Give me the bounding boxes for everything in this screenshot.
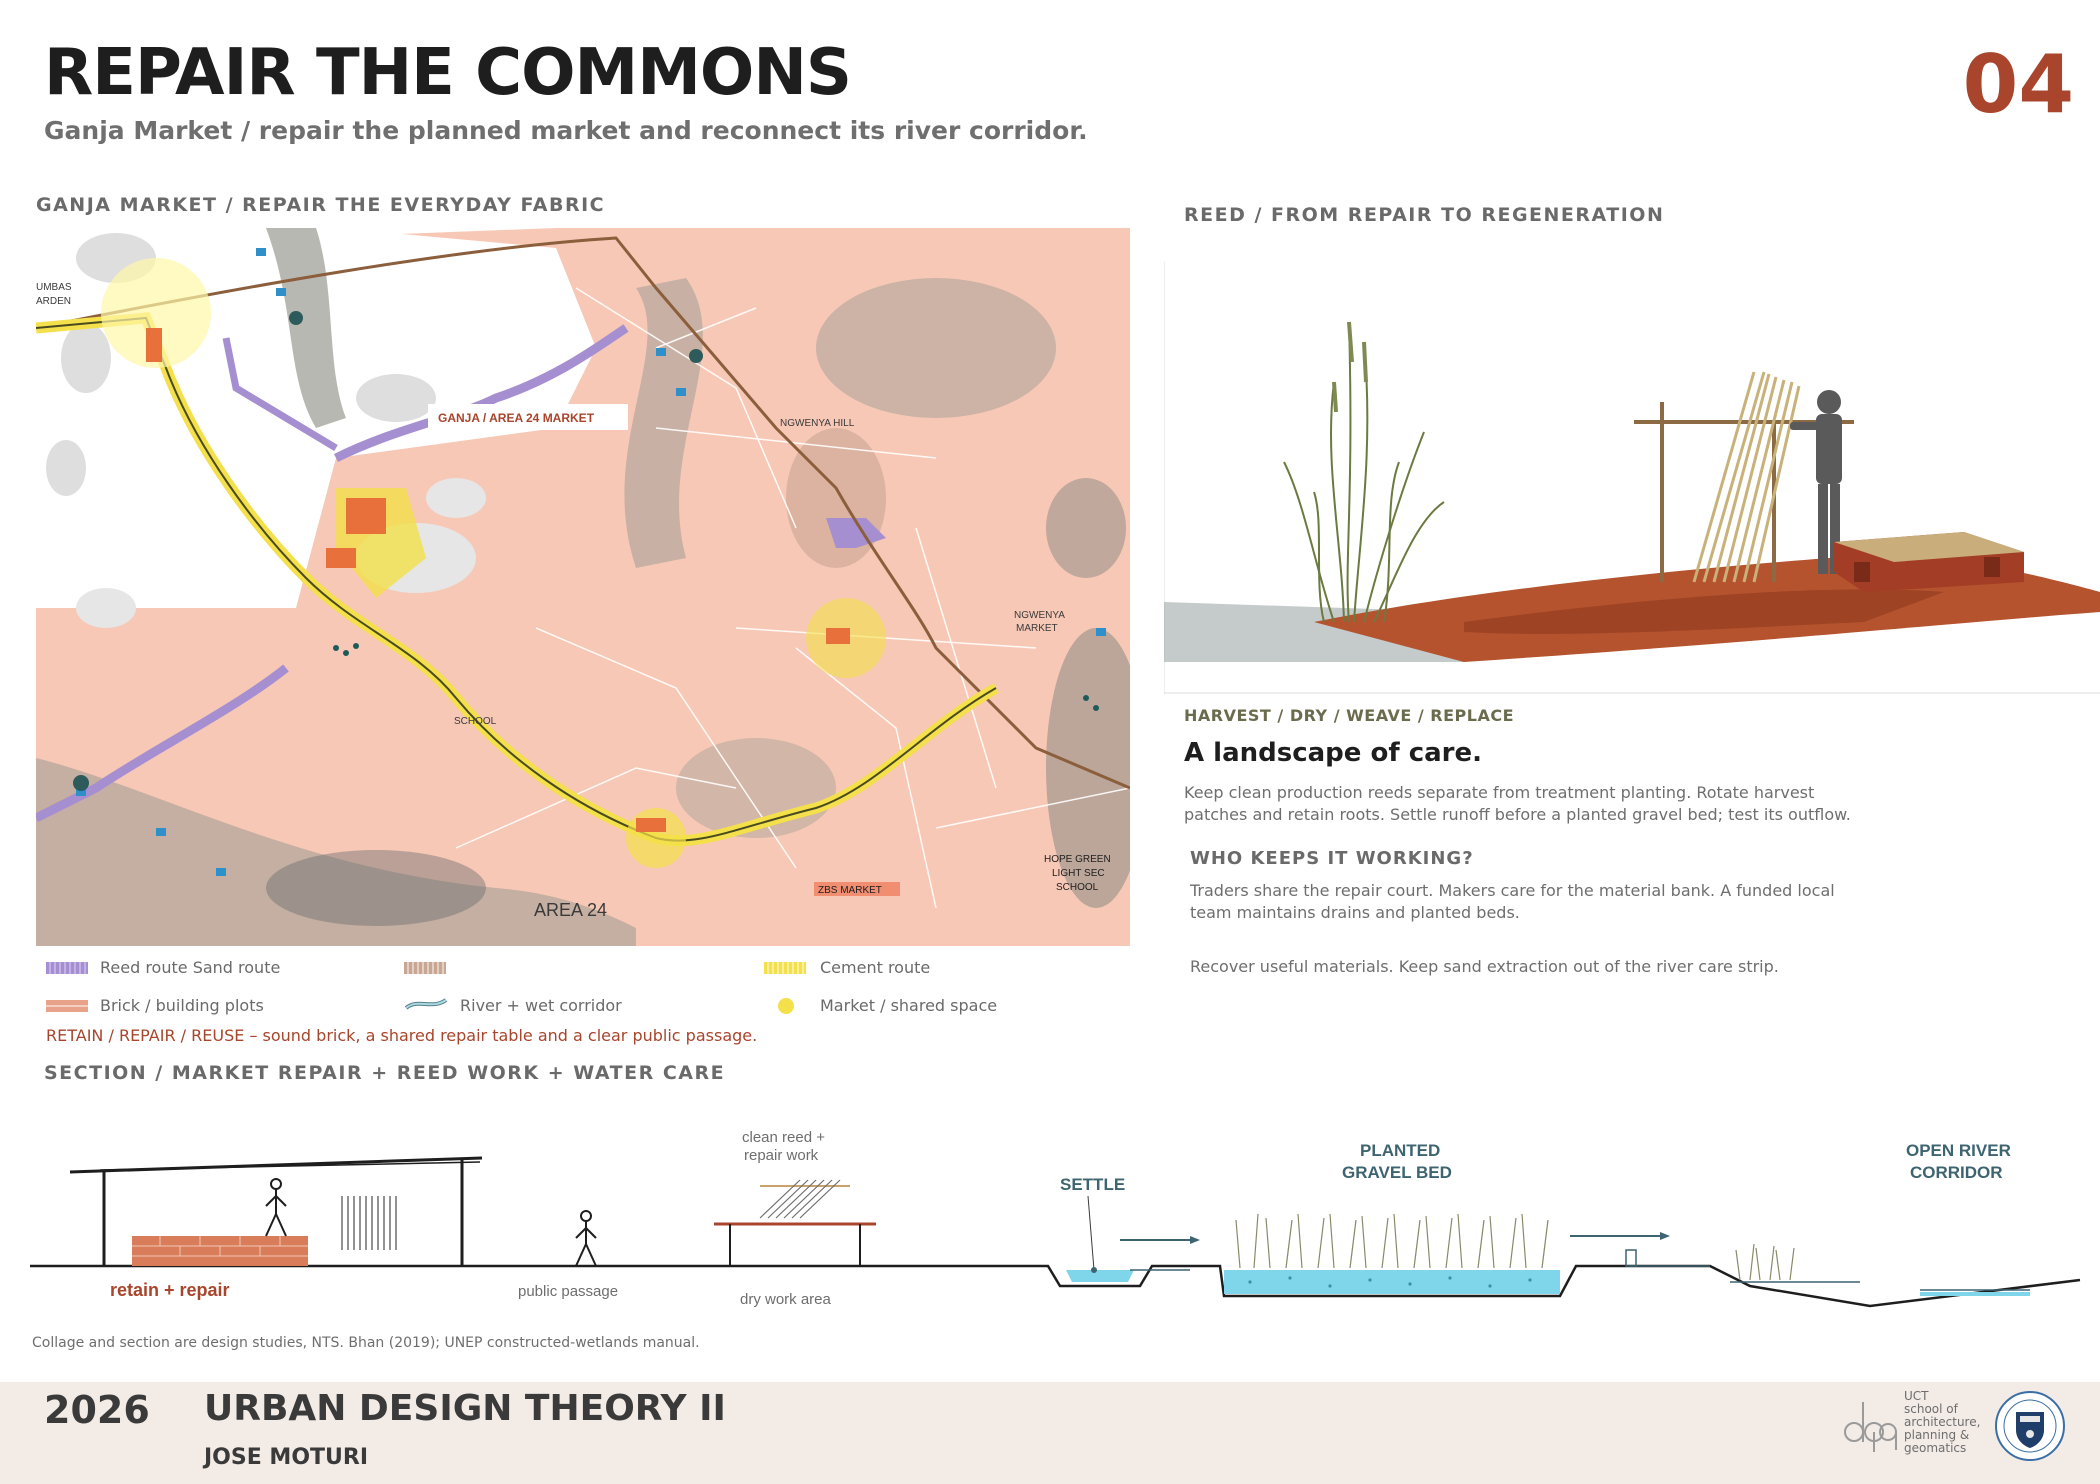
reed-illustration: [1164, 262, 2100, 694]
reed-para-1-line-1: Keep clean production reeds separate fro…: [1184, 783, 1815, 802]
label-hope-green-1: HOPE GREEN: [1044, 854, 1111, 865]
school-line-1: UCT: [1904, 1389, 1929, 1403]
reed-kicker: HARVEST / DRY / WEAVE / REPLACE: [1184, 706, 1515, 725]
reed-para-2-line-2: team maintains drains and planted beds.: [1190, 903, 1520, 922]
page-subtitle: Ganja Market / repair the planned market…: [44, 116, 1088, 145]
label-hope-green-2: LIGHT SEC: [1052, 868, 1105, 879]
section-label-clean-reed-2: repair work: [744, 1147, 819, 1164]
map-graphic: GANJA / AREA 24 MARKET NGWENYA HILL UMBA…: [36, 228, 1130, 946]
who-heading: WHO KEEPS IT WORKING?: [1190, 848, 1474, 869]
label-mbas-2: ARDEN: [36, 296, 71, 307]
legend-label-cement: Cement route: [820, 958, 931, 977]
label-mbas-1: UMBAS: [36, 282, 72, 293]
reed-heading: REED / FROM REPAIR TO REGENERATION: [1184, 204, 1665, 226]
section-label-dry-work: dry work area: [740, 1291, 832, 1308]
school-line-4: planning &: [1904, 1428, 1970, 1442]
section-graphic: retain + repair public passage clean ree…: [30, 1129, 2081, 1308]
label-area-24: AREA 24: [534, 900, 607, 920]
section-label-planted-2: GRAVEL BED: [1342, 1163, 1452, 1182]
legend-swatch-sand: [404, 962, 446, 974]
legend-swatch-cement: [764, 962, 806, 974]
section-label-retain: retain + repair: [110, 1280, 230, 1300]
footer-author: JOSE MOTURI: [204, 1445, 369, 1470]
label-ngwenya-hill: NGWENYA HILL: [780, 418, 855, 429]
page-number: 04: [1962, 38, 2074, 131]
label-zbs-market: ZBS MARKET: [818, 885, 882, 896]
legend-swatch-brick: [46, 1000, 88, 1012]
legend-swatch-reed: [46, 962, 88, 974]
reed-title: A landscape of care.: [1184, 738, 1482, 768]
page-title: REPAIR THE COMMONS: [44, 36, 852, 110]
site-map: GANJA / AREA 24 MARKET NGWENYA HILL UMBA…: [36, 228, 1130, 946]
section-label-open-river-2: CORRIDOR: [1910, 1163, 2003, 1182]
legend-swatch-market: [778, 998, 794, 1014]
section-label-planted-1: PLANTED: [1360, 1141, 1440, 1160]
section-label-open-river-1: OPEN RIVER: [1906, 1141, 2011, 1160]
section-heading: SECTION / MARKET REPAIR + REED WORK + WA…: [44, 1062, 726, 1084]
section-label-settle: SETTLE: [1060, 1175, 1125, 1194]
legend-label-river: River + wet corridor: [460, 996, 622, 1015]
legend-label-market: Market / shared space: [820, 996, 998, 1015]
school-line-5: geomatics: [1904, 1441, 1967, 1455]
label-ngwenya-market-1: NGWENYA: [1014, 610, 1065, 621]
school-name: UCT school of architecture, planning & g…: [1904, 1390, 1984, 1455]
reed-para-1: Keep clean production reeds separate fro…: [1184, 782, 1851, 826]
footer-year: 2026: [44, 1388, 150, 1432]
label-school: SCHOOL: [454, 716, 497, 727]
legend-swatch-river: [404, 998, 448, 1010]
label-hope-green-3: SCHOOL: [1056, 882, 1099, 893]
label-ganja: GANJA / AREA 24 MARKET: [438, 411, 595, 425]
school-line-2: school of: [1904, 1402, 1958, 1416]
section-caption: Collage and section are design studies, …: [32, 1335, 700, 1351]
footer-bar: [0, 1382, 2100, 1484]
retain-repair-note: RETAIN / REPAIR / REUSE – sound brick, a…: [46, 1026, 758, 1045]
reed-para-1-line-2: patches and retain roots. Settle runoff …: [1184, 805, 1851, 824]
label-ngwenya-market-2: MARKET: [1016, 623, 1058, 634]
legend-label-reed: Reed route Sand route: [100, 958, 281, 977]
legend-label-brick: Brick / building plots: [100, 996, 264, 1015]
section-label-public-passage: public passage: [518, 1283, 618, 1300]
reed-collage: [1164, 262, 2100, 694]
footer-course: URBAN DESIGN THEORY II: [204, 1388, 726, 1429]
section-drawing: retain + repair public passage clean ree…: [30, 1110, 2090, 1340]
section-label-clean-reed-1: clean reed +: [742, 1129, 825, 1146]
apg-logo-icon: [1844, 1402, 1897, 1452]
map-heading: GANJA MARKET / REPAIR THE EVERYDAY FABRI…: [36, 194, 606, 216]
reed-para-2-line-1: Traders share the repair court. Makers c…: [1190, 881, 1835, 900]
reed-para-3: Recover useful materials. Keep sand extr…: [1190, 957, 1779, 976]
uct-seal-icon: [1995, 1391, 2065, 1461]
reed-para-2: Traders share the repair court. Makers c…: [1190, 880, 1835, 924]
school-line-3: architecture,: [1904, 1415, 1981, 1429]
